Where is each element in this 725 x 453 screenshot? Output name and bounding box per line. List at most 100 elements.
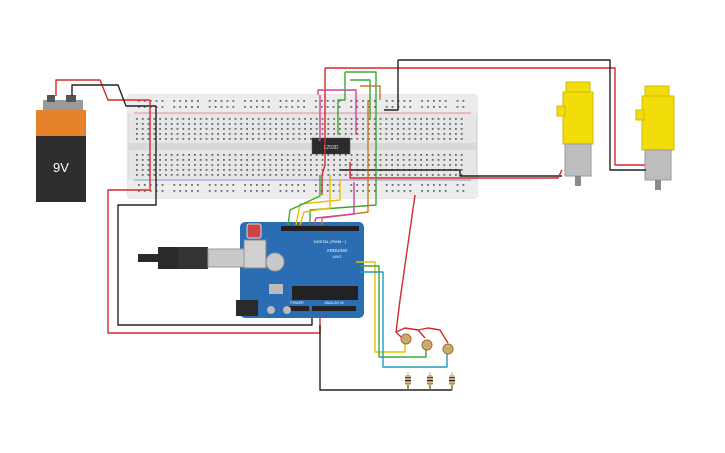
breadboard-hole	[147, 154, 150, 156]
breadboard-hole	[402, 133, 405, 135]
breadboard-hole	[427, 190, 429, 192]
resistor-1[interactable]	[405, 372, 411, 390]
dc-motor-left[interactable]	[556, 81, 594, 186]
breadboard-hole	[350, 106, 353, 108]
breadboard-hole	[304, 128, 306, 130]
breadboard-hole	[194, 174, 196, 176]
breadboard-hole	[275, 123, 277, 125]
breadboard-hole	[402, 138, 405, 140]
breadboard-hole	[433, 190, 435, 192]
breadboard-hole	[379, 154, 382, 156]
breadboard-hole	[433, 100, 435, 102]
breadboard-hole	[298, 159, 301, 161]
breadboard-hole	[275, 118, 277, 120]
breadboard-hole	[205, 118, 208, 120]
breadboard-hole	[269, 174, 272, 176]
breadboard-hole	[344, 128, 347, 130]
breadboard-hole	[261, 184, 264, 186]
breadboard-hole	[350, 133, 353, 135]
breadboard-hole	[402, 154, 405, 156]
arduino-uno[interactable]: DIGITAL (PWM ~) ARDUINO UNO POWER ANALOG…	[236, 222, 364, 318]
breadboard-hole	[165, 154, 167, 156]
breadboard-hole	[320, 100, 323, 102]
breadboard-hole	[315, 184, 317, 186]
breadboard-hole	[214, 100, 217, 102]
resistor-3[interactable]	[449, 372, 455, 390]
usb-cable[interactable]	[138, 247, 245, 269]
breadboard-hole	[205, 169, 208, 171]
breadboard-hole	[211, 174, 214, 176]
breadboard-hole	[327, 118, 330, 120]
breadboard-hole	[240, 174, 243, 176]
breadboard-hole	[173, 100, 176, 102]
breadboard-hole	[304, 174, 306, 176]
breadboard-hole	[414, 159, 417, 161]
breadboard-hole	[426, 138, 428, 140]
breadboard-hole	[444, 106, 447, 108]
breadboard-hole	[402, 128, 405, 130]
breadboard-hole	[141, 164, 144, 166]
dc-motor-right[interactable]	[635, 85, 675, 190]
breadboard-hole	[438, 190, 441, 192]
battery-9v[interactable]: 9V	[36, 95, 86, 202]
breadboard-hole	[141, 169, 144, 171]
breadboard-hole	[456, 190, 459, 192]
breadboard-hole	[176, 154, 179, 156]
breadboard-hole	[252, 128, 254, 130]
breadboard-hole	[292, 154, 295, 156]
breadboard-hole	[147, 133, 150, 135]
breadboard-hole	[292, 159, 295, 161]
breadboard-hole	[385, 128, 388, 130]
breadboard-hole	[437, 164, 440, 166]
breadboard-hole	[350, 138, 353, 140]
photoresistor-3[interactable]	[442, 343, 454, 355]
breadboard-hole	[153, 159, 156, 161]
breadboard-hole	[362, 133, 364, 135]
arduino-model: UNO	[333, 254, 342, 259]
breadboard-hole	[462, 106, 465, 108]
breadboard-hole	[161, 100, 164, 102]
breadboard-hole	[136, 118, 138, 120]
breadboard-hole	[141, 159, 144, 161]
breadboard[interactable]	[127, 94, 478, 199]
breadboard-hole	[159, 118, 161, 120]
breadboard-hole	[303, 106, 305, 108]
breadboard-hole	[333, 169, 335, 171]
breadboard-hole	[315, 133, 318, 135]
breadboard-hole	[165, 164, 167, 166]
breadboard-hole	[279, 184, 282, 186]
breadboard-hole	[261, 106, 264, 108]
breadboard-hole	[344, 133, 347, 135]
breadboard-hole	[397, 128, 399, 130]
breadboard-hole	[136, 174, 138, 176]
photoresistor-2[interactable]	[421, 339, 433, 351]
breadboard-hole	[214, 184, 217, 186]
breadboard-hole	[159, 138, 161, 140]
breadboard-hole	[153, 118, 156, 120]
photoresistor-1[interactable]	[400, 333, 412, 345]
breadboard-hole	[286, 128, 289, 130]
breadboard-hole	[310, 154, 312, 156]
breadboard-hole	[141, 123, 144, 125]
breadboard-hole	[269, 169, 272, 171]
breadboard-hole	[136, 159, 138, 161]
breadboard-hole	[211, 169, 214, 171]
breadboard-hole	[252, 174, 254, 176]
breadboard-hole	[444, 190, 447, 192]
breadboard-hole	[379, 123, 382, 125]
breadboard-hole	[182, 123, 185, 125]
breadboard-hole	[267, 190, 270, 192]
resistor-2[interactable]	[427, 372, 433, 390]
breadboard-hole	[286, 159, 289, 161]
breadboard-hole	[185, 190, 187, 192]
breadboard-hole	[327, 169, 330, 171]
breadboard-hole	[286, 169, 289, 171]
breadboard-hole	[449, 174, 451, 176]
l293d-chip[interactable]: L293D	[311, 137, 351, 155]
breadboard-hole	[211, 133, 214, 135]
breadboard-hole	[217, 159, 219, 161]
breadboard-hole	[426, 154, 428, 156]
breadboard-hole	[285, 106, 288, 108]
breadboard-hole	[350, 128, 353, 130]
breadboard-hole	[199, 164, 202, 166]
